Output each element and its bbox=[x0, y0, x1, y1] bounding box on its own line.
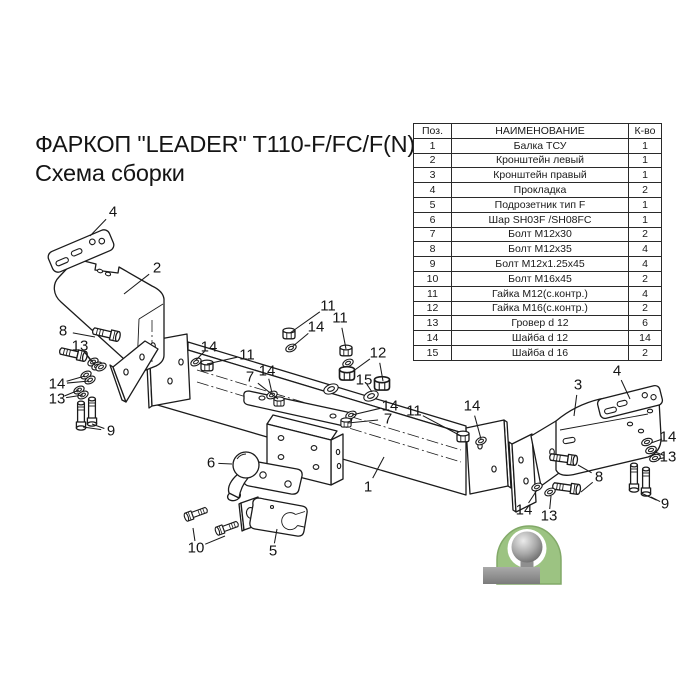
callout-label: 8 bbox=[59, 323, 67, 340]
callout-leader-line bbox=[528, 489, 538, 504]
callout-leader-line bbox=[379, 362, 384, 382]
callout-label: 14 bbox=[382, 398, 399, 415]
callout-label: 13 bbox=[660, 449, 677, 466]
socket-plate-part-5 bbox=[238, 496, 308, 537]
table-cell: 1 bbox=[628, 211, 662, 228]
table-cell: 2 bbox=[628, 300, 662, 317]
left-gasket-part-4 bbox=[47, 229, 115, 273]
callout-label: 11 bbox=[239, 347, 255, 364]
right-gasket-part-4 bbox=[596, 384, 664, 420]
callout-leader-line bbox=[206, 356, 238, 365]
callout-label: 2 bbox=[153, 260, 161, 277]
callout-leader-line bbox=[347, 419, 379, 424]
callout-leader-line bbox=[650, 496, 661, 503]
beam-part-1 bbox=[145, 333, 512, 496]
callout-label: 14 bbox=[516, 502, 533, 519]
callout-leader-line bbox=[366, 383, 373, 393]
right-bracket-part-3 bbox=[508, 392, 662, 513]
doc-title-line1: ФАРКОП "LEADER" T110-F/FC/F(N) bbox=[35, 131, 416, 157]
callout-label: 12 bbox=[370, 345, 387, 362]
callout-label: 3 bbox=[574, 377, 582, 394]
callout-leader-line bbox=[580, 481, 594, 493]
callout-leader-line bbox=[577, 464, 592, 474]
callout-leader-line bbox=[123, 273, 150, 295]
callout-leader-line bbox=[351, 407, 381, 416]
tow-ball-part-6 bbox=[226, 451, 303, 502]
doc-title: ФАРКОП "LEADER" T110-F/FC/F(N) Схема сбо… bbox=[35, 130, 415, 187]
callout-leader-line bbox=[84, 352, 96, 366]
callout-leader-line bbox=[654, 451, 664, 456]
callout-leader-line bbox=[218, 462, 233, 465]
logo-ball bbox=[511, 531, 543, 563]
callout-leader-line bbox=[257, 382, 279, 400]
callout-leader-line bbox=[291, 332, 309, 348]
callout-label: 13 bbox=[72, 338, 89, 355]
callout-leader-line bbox=[72, 332, 96, 338]
callout-leader-line bbox=[66, 375, 86, 382]
callout-leader-line bbox=[341, 327, 347, 350]
callout-label: 7 bbox=[246, 369, 254, 386]
doc-title-line2: Схема сборки bbox=[35, 159, 185, 186]
callout-leader-line bbox=[64, 389, 80, 397]
callout-label: 13 bbox=[541, 508, 558, 525]
callout-leader-line bbox=[91, 423, 105, 430]
callout-label: 14 bbox=[308, 319, 325, 336]
callout-leader-line bbox=[205, 535, 226, 545]
callout-leader-line bbox=[620, 379, 631, 400]
callout-label: 4 bbox=[109, 204, 117, 221]
callout-leader-line bbox=[195, 351, 205, 361]
callout-leader-line bbox=[657, 457, 665, 460]
callout-leader-line bbox=[66, 380, 90, 384]
callout-leader-line bbox=[573, 394, 578, 417]
callout-label: 10 bbox=[188, 540, 205, 557]
callout-leader-line bbox=[66, 394, 84, 399]
callout-leader-line bbox=[89, 218, 107, 237]
callout-leader-line bbox=[474, 415, 482, 440]
callout-leader-line bbox=[650, 438, 663, 444]
logo-bar bbox=[483, 567, 540, 584]
callout-label: 8 bbox=[595, 469, 603, 486]
callout-leader-line bbox=[549, 495, 552, 510]
table-cell: 2 bbox=[628, 344, 662, 361]
callout-label: 11 bbox=[406, 403, 422, 420]
callout-leader-line bbox=[273, 528, 278, 544]
callout-leader-line bbox=[422, 415, 462, 437]
callout-label: 5 bbox=[269, 543, 277, 560]
callout-label: 11 bbox=[320, 298, 336, 315]
callout-leader-line bbox=[268, 378, 273, 394]
callout-leader-line bbox=[82, 426, 102, 431]
brand-logo bbox=[483, 525, 562, 585]
callout-label: 9 bbox=[661, 496, 669, 513]
callout-leader-line bbox=[289, 311, 321, 334]
callout-label: 9 bbox=[107, 423, 115, 440]
callout-label: 6 bbox=[207, 455, 215, 472]
callout-label: 14 bbox=[201, 339, 218, 356]
callout-leader-line bbox=[351, 358, 371, 373]
callout-label: 13 bbox=[49, 391, 66, 408]
callout-label: 7 bbox=[384, 411, 392, 428]
callout-leader-line bbox=[192, 527, 196, 542]
left-bracket-part-2 bbox=[53, 258, 165, 403]
callout-label: 11 bbox=[332, 310, 348, 327]
callout-label: 14 bbox=[259, 363, 276, 380]
callout-label: 4 bbox=[613, 363, 621, 380]
callout-label: 15 bbox=[356, 372, 373, 389]
callout-leader-line bbox=[372, 456, 385, 479]
callout-label: 14 bbox=[49, 376, 66, 393]
callout-label: 14 bbox=[464, 398, 481, 415]
callout-label: 14 bbox=[660, 429, 677, 446]
callout-label: 1 bbox=[364, 479, 372, 496]
